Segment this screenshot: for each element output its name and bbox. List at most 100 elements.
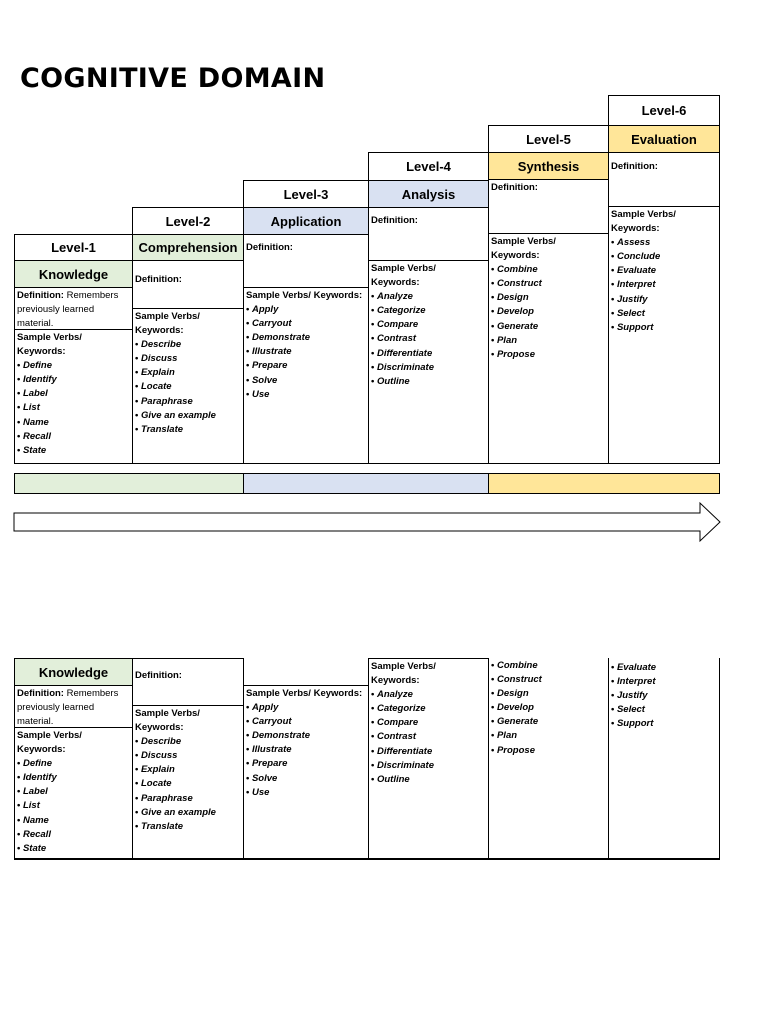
verb-item: • Construct — [491, 674, 542, 686]
verbs-label: Sample Verbs/ Keywords: — [135, 311, 200, 337]
definition-label: Definition: — [17, 290, 64, 301]
verbs-label: Sample Verbs/ Keywords: — [246, 290, 363, 301]
color-band-yellow — [488, 473, 720, 494]
verb-item: • Identify — [17, 772, 57, 784]
verbs-list: • Evaluate• Interpret• Justify• Select• … — [611, 661, 717, 731]
evaluation-header: Evaluation — [608, 125, 720, 153]
definition-label: Definition: — [135, 670, 182, 681]
verb-item: • Discriminate — [371, 759, 434, 771]
synthesis-definition: Definition: — [488, 179, 609, 234]
verb-item: • Name — [17, 416, 49, 428]
verb-item: • Prepare — [246, 758, 288, 770]
verb-item: • Propose — [491, 744, 535, 756]
bottom-comprehension-verbs: Sample Verbs/ Keywords: • Describe• Disc… — [132, 705, 244, 859]
verb-item: • Translate — [135, 423, 184, 435]
verbs-list: • Analyze• Categorize• Compare• Contrast… — [371, 290, 486, 389]
verb-item: • Conclude — [611, 251, 661, 263]
verb-item: • Categorize — [371, 703, 426, 715]
verb-item: • Discuss — [135, 353, 178, 365]
verb-item: • List — [17, 402, 40, 414]
verb-item: • Analyze — [371, 689, 413, 701]
verb-item: • Combine — [491, 660, 538, 671]
synthesis-label: Synthesis — [517, 158, 580, 174]
verb-item: • Support — [611, 321, 654, 333]
verb-item: • Apply — [246, 304, 279, 316]
definition-label: Definition: — [135, 274, 182, 285]
verb-item: • Recall — [17, 828, 51, 840]
verb-item: • Solve — [246, 772, 278, 784]
verb-item: • Combine — [491, 264, 538, 276]
verbs-label: Sample Verbs/ Keywords: — [611, 209, 676, 235]
bottom-knowledge-verbs: Sample Verbs/ Keywords: • Define• Identi… — [14, 727, 133, 859]
color-band-green — [14, 473, 244, 494]
comprehension-label: Comprehension — [138, 240, 238, 255]
verb-item: • Label — [17, 388, 48, 400]
verb-item: • Locate — [135, 381, 172, 393]
level-2-header: Level-2 — [132, 207, 244, 235]
verb-item: • Select — [611, 307, 645, 319]
verb-item: • Prepare — [246, 360, 288, 372]
verbs-label: Sample Verbs/ Keywords: — [371, 661, 436, 687]
verb-item: • Develop — [491, 306, 534, 318]
verb-item: • Illustrate — [246, 744, 292, 756]
verb-item: • Carryout — [246, 318, 292, 330]
verb-item: • Generate — [491, 320, 539, 332]
bottom-synthesis-verbs: • Combine• Construct• Design• Develop• G… — [488, 658, 609, 859]
analysis-label: Analysis — [401, 186, 456, 202]
verb-item: • Carryout — [246, 716, 292, 728]
verb-item: • State — [17, 444, 47, 456]
verb-item: • Differentiate — [371, 347, 433, 359]
verbs-list: • Describe• Discuss• Explain• Locate• Pa… — [135, 338, 241, 437]
verb-item: • Identify — [17, 374, 57, 386]
analysis-definition: Definition: — [368, 207, 489, 261]
verb-item: • Recall — [17, 430, 51, 442]
verb-item: • Locate — [135, 778, 172, 790]
analysis-verbs: Sample Verbs/ Keywords: • Analyze• Categ… — [368, 260, 489, 464]
verb-item: • Define — [17, 758, 53, 770]
verb-item: • Describe — [135, 339, 182, 351]
bottom-analysis-verbs: Sample Verbs/ Keywords: • Analyze • Categ… — [368, 658, 489, 859]
verbs-label: Sample Verbs/ Keywords: — [246, 688, 363, 699]
synthesis-verbs: Sample Verbs/ Keywords: • Combine• Const… — [488, 233, 609, 464]
comprehension-header: Comprehension — [132, 234, 244, 261]
evaluation-label: Evaluation — [631, 131, 697, 147]
verb-item: • Contrast — [371, 333, 417, 345]
verb-item: • Use — [246, 786, 270, 798]
verb-item: • Label — [17, 786, 48, 798]
level-1-label: Level-1 — [51, 240, 96, 255]
verbs-list: • Apply• Carryout• Demonstrate• Illustra… — [246, 303, 366, 402]
verb-item: • Outline — [371, 773, 410, 785]
verb-item: • Illustrate — [246, 346, 292, 358]
verb-item: • Describe — [135, 736, 182, 748]
comprehension-definition: Definition: — [132, 260, 244, 309]
verb-item: • Name — [17, 814, 49, 826]
knowledge-label: Knowledge — [38, 664, 109, 680]
progression-arrow-icon — [13, 501, 721, 543]
level-6-header: Level-6 — [608, 95, 720, 126]
color-band-blue — [243, 473, 489, 494]
verb-item: • State — [17, 842, 47, 854]
verb-item: • Paraphrase — [135, 395, 193, 407]
knowledge-header: Knowledge — [14, 260, 133, 288]
bottom-application-top — [243, 658, 369, 686]
definition-label: Definition: — [17, 688, 64, 699]
definition-label: Definition: — [611, 161, 658, 172]
evaluation-verbs: Sample Verbs/ Keywords: • Assess• Conclu… — [608, 206, 720, 464]
table-bottom-border — [14, 858, 720, 860]
verb-item: • Analyze — [371, 291, 413, 303]
knowledge-verbs: Sample Verbs/ Keywords: • Define• Identi… — [14, 329, 133, 464]
verb-item: • Evaluate — [611, 662, 657, 673]
bottom-knowledge-header: Knowledge — [14, 658, 133, 686]
verb-item: • Justify — [611, 293, 648, 305]
verb-item: • Define — [17, 360, 53, 372]
verb-item: • Justify — [611, 690, 648, 702]
bottom-application-verbs: Sample Verbs/ Keywords: • Apply• Carryou… — [243, 685, 369, 859]
verb-item: • Plan — [491, 730, 518, 742]
bottom-comprehension-definition: Definition: — [132, 658, 244, 706]
page-title: COGNITIVE DOMAIN — [20, 63, 326, 94]
comprehension-verbs: Sample Verbs/ Keywords: • Describe • Disc… — [132, 308, 244, 464]
application-definition: Definition: — [243, 234, 369, 288]
level-5-header: Level-5 — [488, 125, 609, 153]
verb-item: • List — [17, 800, 40, 812]
verb-item: • Propose — [491, 348, 535, 360]
